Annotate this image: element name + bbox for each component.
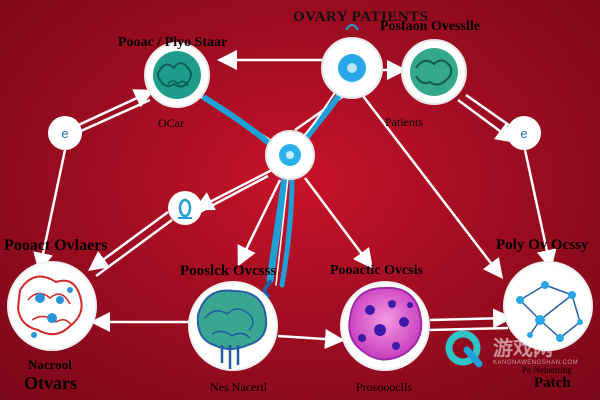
node-e-left[interactable]: e	[48, 116, 82, 150]
arrow-center-to-bottomcenterright	[303, 177, 373, 270]
node-bottom-center-right[interactable]	[340, 281, 430, 371]
node-top-center[interactable]	[321, 24, 383, 99]
arrow-e-to-right	[523, 149, 557, 270]
label-bottom-center-left: Pooslck Ovcsss	[180, 263, 277, 279]
arrow-e-to-topleft	[71, 89, 155, 130]
label-top-left: Pooac / Plyo Staar	[118, 35, 228, 50]
ribbon-down-white	[275, 177, 289, 286]
node-bottom-center-left[interactable]	[188, 281, 278, 371]
ribbon-end	[262, 280, 272, 298]
node-top-left[interactable]	[144, 42, 210, 108]
label-bottom-right-2: Patch	[534, 375, 571, 391]
node-mid-small[interactable]	[168, 191, 202, 225]
arrow-center-to-bottomcenterleft	[237, 179, 282, 267]
arrow-e-to-topleft-b	[71, 98, 151, 137]
arrow-small-to-left	[87, 210, 169, 271]
node-bottom-left[interactable]	[7, 261, 97, 351]
label-bottom-left-1: Nacrool	[28, 357, 72, 372]
arrow-small-to-left-b	[95, 218, 173, 278]
label-ocar: OCar	[158, 116, 184, 130]
diagram-title: OVARY PATIENTS	[293, 9, 429, 25]
connection-arrows	[33, 50, 557, 350]
node-center[interactable]	[265, 130, 315, 180]
label-bottom-center-right-2: Prosoooclls	[356, 380, 413, 394]
node-top-right[interactable]	[401, 39, 467, 105]
watermark-subtext: KANGNAWENGSHAN.COM	[493, 360, 579, 366]
arrow-center-to-small-b	[195, 174, 269, 216]
label-top-right: Posfaon Ovesslle	[380, 19, 480, 34]
ribbon-down-1	[266, 174, 289, 284]
arrow-e-to-left	[33, 149, 67, 273]
label-bottom-center-right: Pooactic Ovcsis	[330, 263, 423, 278]
arrow-center-to-small	[193, 168, 273, 211]
arrow-bottom-cl-to-cr	[277, 329, 345, 350]
watermark-logo: 游戏网 KANGNAWENGSHAN.COM	[445, 328, 585, 374]
arrow-topright-to-e-b	[457, 98, 517, 143]
svg-text:e: e	[61, 126, 68, 141]
label-patients: Patients	[385, 115, 423, 129]
ribbon-down-2	[279, 175, 295, 288]
label-bottom-left-2: Otvars	[24, 373, 77, 393]
node-e-right[interactable]: e	[507, 116, 541, 150]
label-left: Pooact Ovlaers	[4, 237, 108, 254]
label-bottom-right-1: Pe Nelnerting	[522, 365, 572, 375]
watermark-text: 游戏网	[493, 336, 553, 360]
arrow-bottom-cr-to-right-b	[429, 326, 509, 332]
node-bottom-right[interactable]	[503, 261, 593, 351]
svg-text:e: e	[520, 126, 527, 141]
arrow-top-to-bottomright	[359, 91, 504, 279]
ribbon-topleft	[202, 95, 278, 151]
arrow-bottom-cr-to-right	[429, 308, 513, 329]
label-right: Poly Ov Ocssy	[496, 237, 589, 253]
label-bottom-center-left-2: Nes Naceril	[210, 380, 267, 394]
watermark-q-icon	[445, 330, 483, 368]
